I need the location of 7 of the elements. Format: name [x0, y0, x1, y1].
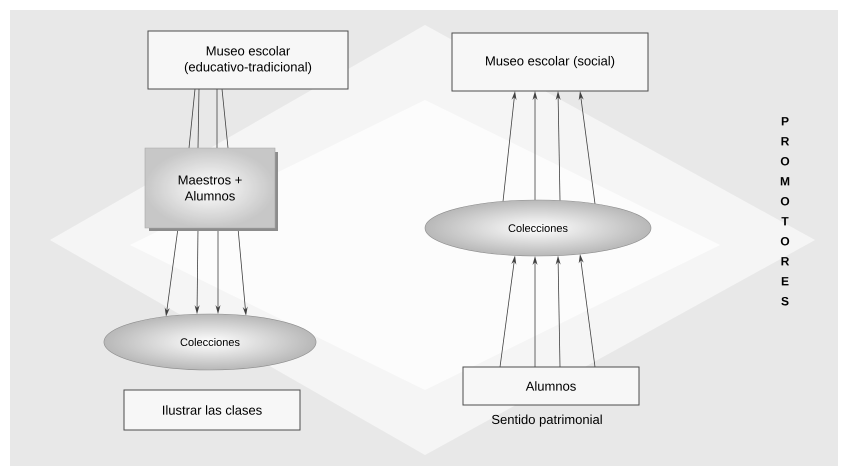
- label-box: Ilustrar las clases: [124, 390, 300, 430]
- label-box: Museo escolar (social): [452, 32, 648, 92]
- shaded-box: Maestros + Alumnos: [144, 148, 276, 228]
- label-box: Museo escolar (educativo-tradicional): [148, 30, 348, 90]
- caption-text: Sentido patrimonial: [492, 414, 602, 427]
- label-box: Alumnos: [462, 366, 640, 406]
- vertical-label: PROMOTORES: [780, 117, 790, 306]
